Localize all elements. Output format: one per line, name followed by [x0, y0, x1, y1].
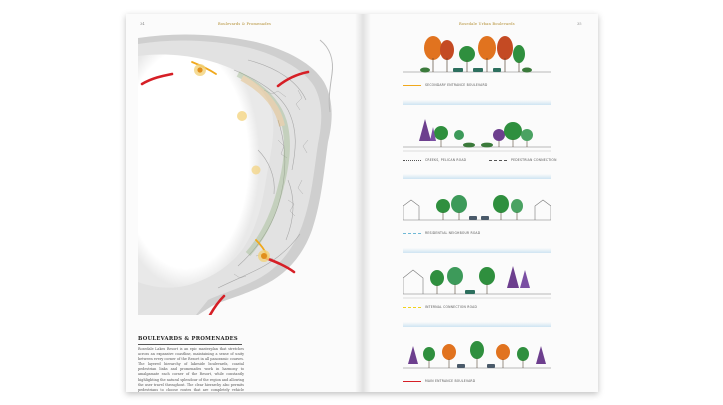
tree-cluster [424, 36, 525, 63]
section-legend: CREEKS, PELICAN ROAD PEDESTRIAN CONNECTI… [403, 157, 556, 165]
left-page: 34 Boulevards & Promenades [126, 14, 364, 392]
section-drawing [403, 195, 551, 221]
section-drawing [403, 341, 551, 369]
right-running-head: Rosedale Urban Boulevards [459, 22, 515, 26]
legend-swatch-orange-solid [403, 85, 421, 86]
legend-label: CREEKS, PELICAN ROAD [425, 158, 467, 162]
street-section-pedestrian: CREEKS, PELICAN ROAD PEDESTRIAN CONNECTI… [403, 107, 556, 165]
section-legend: RESIDENTIAL NEIGHBOUR ROAD [403, 230, 551, 238]
section-legend: MAIN ENTRANCE BOULEVARD [403, 378, 551, 386]
section-drawing [403, 119, 551, 152]
street-section-residential: RESIDENTIAL NEIGHBOUR ROAD [403, 180, 551, 238]
legend-label: SECONDARY ENTRANCE BOULEVARD [425, 83, 488, 87]
divider-band [403, 322, 551, 327]
section-drawing [403, 266, 551, 299]
legend-swatch-red-solid [403, 381, 421, 382]
legend-label: PEDESTRIAN CONNECTION [511, 158, 557, 162]
divider-band [403, 100, 551, 105]
legend-label: MAIN ENTRANCE BOULEVARD [425, 379, 476, 383]
street-section-internal: INTERNAL CONNECTION ROAD [403, 254, 551, 312]
legend-swatch-blue-dashed [403, 233, 421, 234]
left-running-head: Boulevards & Promenades [218, 22, 272, 26]
section-drawing [403, 36, 551, 73]
section-heading: BOULEVARDS & PROMENADES [138, 336, 238, 342]
body-paragraph: Rosedale Lakes Resort is an epic masterp… [138, 347, 244, 392]
divider-band [403, 174, 551, 179]
masterplan-illustration [138, 30, 352, 315]
section-legend: INTERNAL CONNECTION ROAD [403, 304, 551, 312]
legend-label: RESIDENTIAL NEIGHBOUR ROAD [425, 231, 481, 235]
legend-swatch-dashed [489, 160, 507, 161]
masterplan-map [138, 30, 352, 315]
legend-label: INTERNAL CONNECTION ROAD [425, 305, 478, 309]
right-page: Rosedale Urban Boulevards 35 [363, 14, 598, 392]
left-page-number: 34 [140, 22, 145, 26]
divider-band [403, 248, 551, 253]
section-legend: SECONDARY ENTRANCE BOULEVARD [403, 82, 551, 90]
heading-rule [138, 344, 242, 345]
street-section-secondary-entrance: SECONDARY ENTRANCE BOULEVARD [403, 32, 551, 90]
street-section-main-entrance: MAIN ENTRANCE BOULEVARD [403, 328, 551, 386]
legend-swatch-yellow-dashed [403, 307, 421, 308]
legend-swatch-dotted [403, 160, 421, 161]
right-page-number: 35 [577, 22, 582, 26]
